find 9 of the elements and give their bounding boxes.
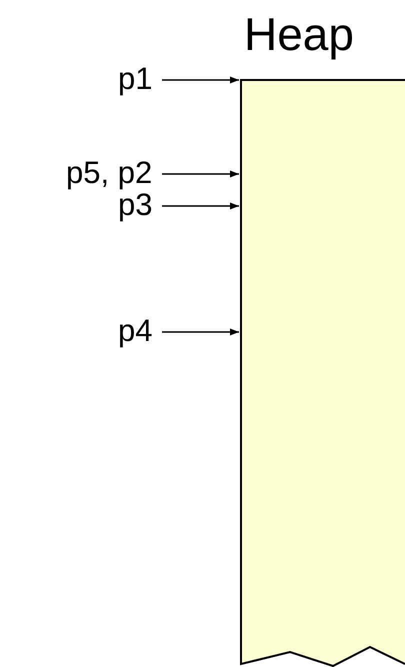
pointer-label: p1	[118, 63, 152, 95]
pointer-label: p4	[118, 315, 152, 347]
pointer-label: p5, p2	[66, 157, 152, 189]
pointer-arrow	[162, 170, 239, 178]
pointer-arrow	[162, 328, 239, 336]
pointer-arrow	[162, 76, 239, 84]
pointer-label: p3	[118, 189, 152, 221]
heap-heading: Heap	[244, 8, 354, 60]
pointer-arrow	[162, 202, 239, 210]
